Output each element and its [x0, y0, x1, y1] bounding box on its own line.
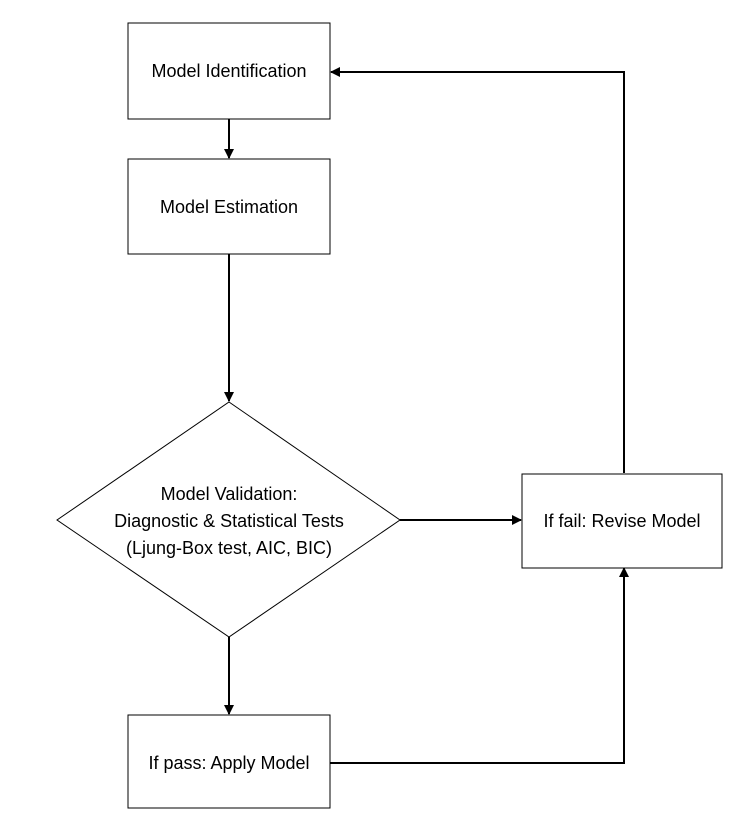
arrow-revise-to-identification [330, 67, 625, 473]
node-model-validation: Model Validation: Diagnostic & Statistic… [56, 401, 401, 638]
node-revise-model-label: If fail: Revise Model [543, 511, 700, 531]
node-model-validation-line2: Diagnostic & Statistical Tests [114, 511, 344, 531]
node-model-identification-label: Model Identification [151, 61, 306, 81]
node-model-estimation-label: Model Estimation [160, 197, 298, 217]
node-apply-model-label: If pass: Apply Model [148, 753, 309, 773]
node-model-estimation: Model Estimation [127, 158, 331, 255]
node-apply-model: If pass: Apply Model [127, 714, 331, 809]
node-model-identification: Model Identification [127, 22, 331, 120]
node-model-validation-line1: Model Validation: [161, 484, 298, 504]
arrow-apply-to-revise [330, 567, 629, 764]
node-revise-model: If fail: Revise Model [521, 473, 723, 569]
node-model-validation-line3: (Ljung-Box test, AIC, BIC) [126, 538, 332, 558]
